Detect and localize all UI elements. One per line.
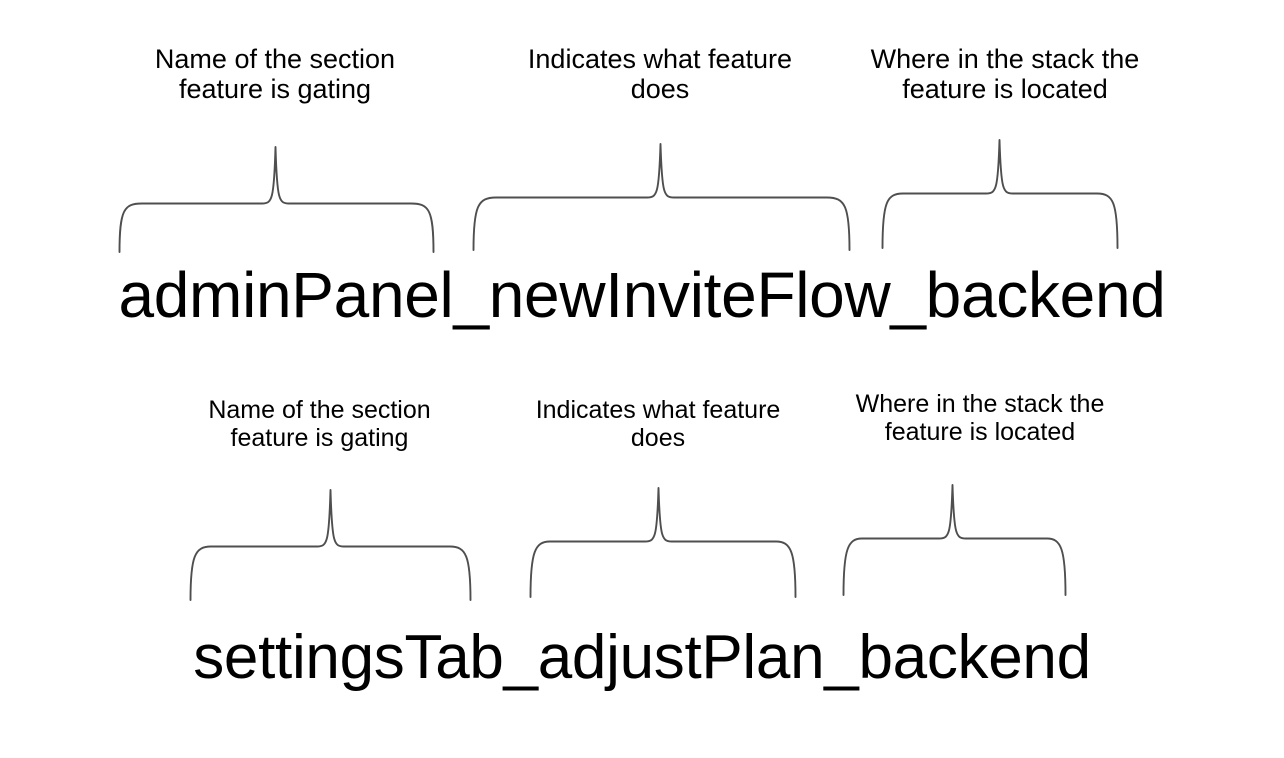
curly-brace-icon xyxy=(472,143,851,251)
segment-caption-feature: Indicates what feature does xyxy=(527,44,793,105)
curly-brace-icon xyxy=(842,484,1067,596)
segment-caption-stack: Where in the stack the feature is locate… xyxy=(855,390,1105,446)
curly-brace-icon xyxy=(529,487,797,598)
feature-flag-name: settingsTab_adjustPlan_backend xyxy=(193,623,1091,692)
curly-brace-icon xyxy=(881,139,1119,249)
segment-caption-stack: Where in the stack the feature is locate… xyxy=(870,44,1140,105)
segment-caption-section: Name of the section feature is gating xyxy=(208,396,431,452)
segment-caption-feature: Indicates what feature does xyxy=(535,396,781,452)
curly-brace-icon xyxy=(118,146,435,253)
curly-brace-icon xyxy=(189,489,472,601)
segment-caption-section: Name of the section feature is gating xyxy=(154,44,396,105)
feature-flag-name: adminPanel_newInviteFlow_backend xyxy=(118,259,1166,331)
